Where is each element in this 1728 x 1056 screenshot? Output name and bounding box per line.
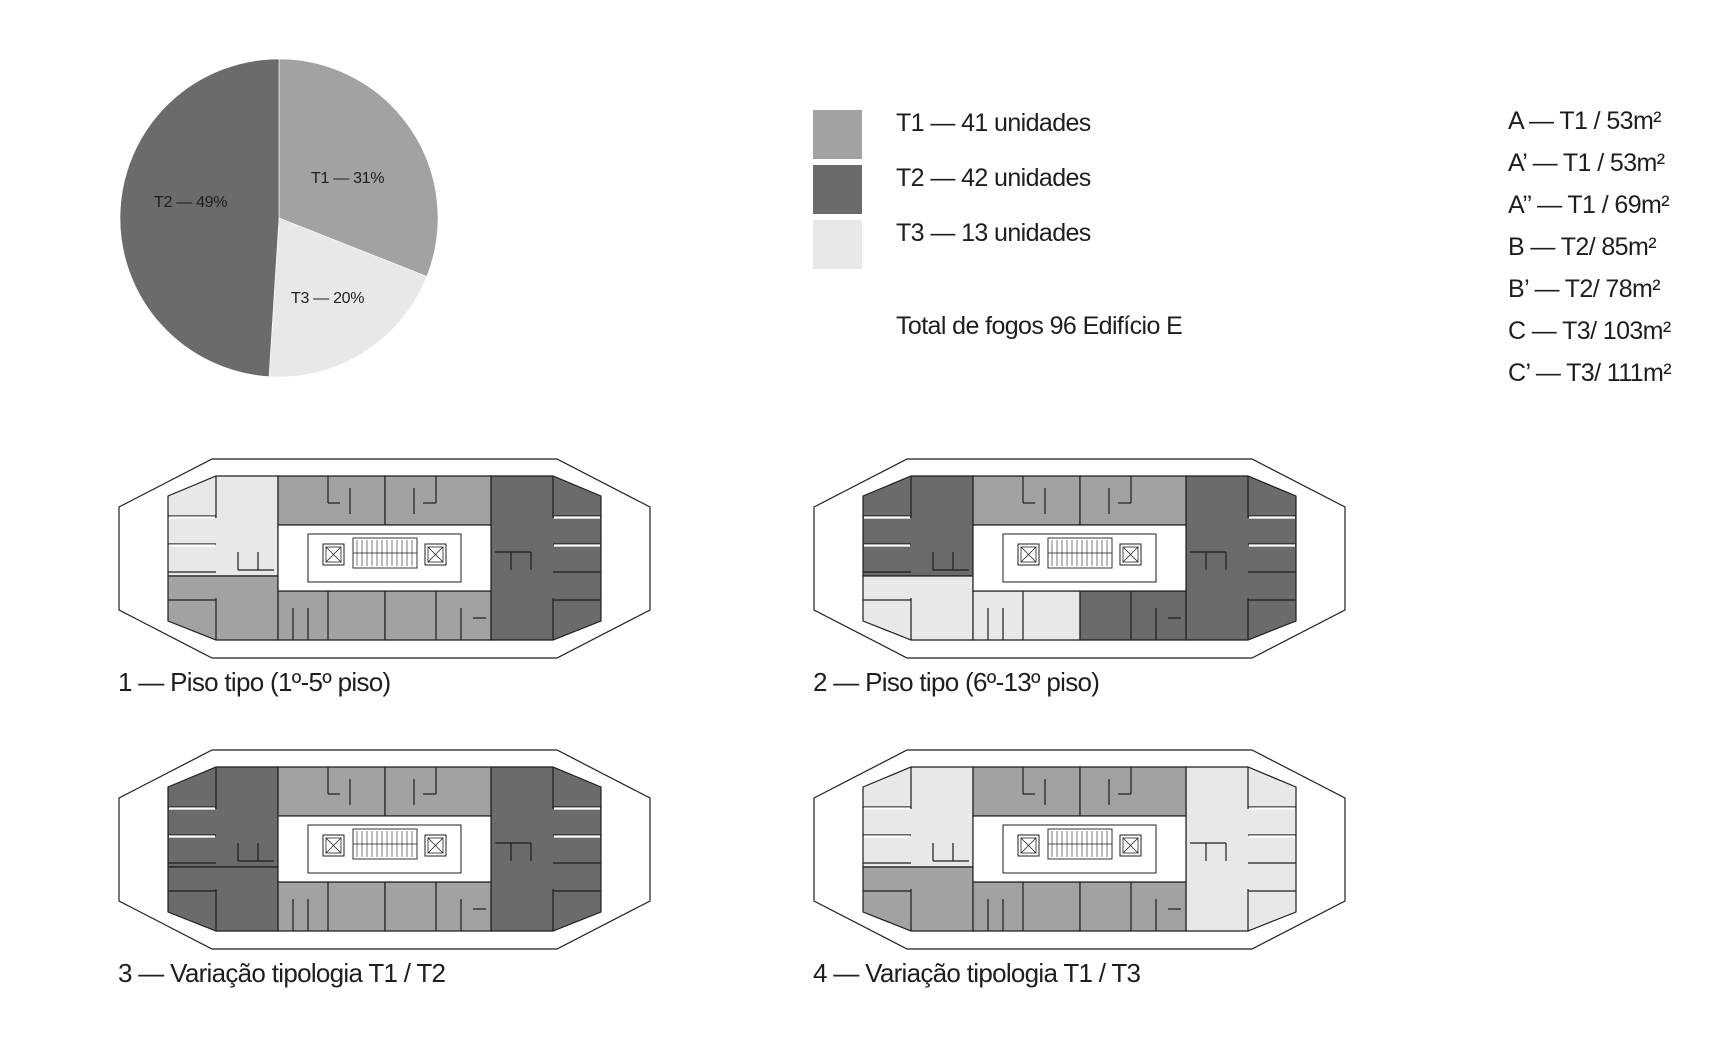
unit-top-left (972, 766, 1081, 817)
lift-box (1017, 543, 1040, 566)
lift-box (1119, 834, 1142, 857)
lift-box (1017, 834, 1040, 857)
unit-bottom-left (972, 590, 1081, 641)
plan-caption-4: 4 — Variação tipologia T1 / T3 (813, 958, 1141, 988)
unit-type-item: C’ — T3/ 111m² (1508, 359, 1672, 387)
unit-bottom-left (972, 881, 1081, 932)
unit-right (1185, 766, 1297, 932)
pie-label-t3: T3 — 20% (291, 290, 365, 307)
unit-type-item: C — T3/ 103m² (1508, 317, 1671, 345)
unit-left (862, 766, 974, 868)
unit-top-left (972, 475, 1081, 526)
total-units-text: Total de fogos 96 Edifício E (896, 312, 1183, 340)
legend-swatch-t3 (813, 220, 862, 269)
legend-swatch-t2 (813, 165, 862, 214)
stairs (352, 828, 418, 860)
floor-plan-1 (118, 458, 651, 659)
legend-label-t3: T3 — 13 unidades (896, 219, 1091, 247)
lift-box (322, 834, 345, 857)
stairs (1047, 828, 1113, 860)
unit-top-left (277, 475, 386, 526)
unit-bottom-right (1079, 881, 1187, 932)
lift-box (1119, 543, 1142, 566)
unit-right (490, 475, 602, 641)
legend-label-t2: T2 — 42 unidades (896, 164, 1091, 192)
unit-right (490, 766, 602, 932)
unit-type-item: A — T1 / 53m² (1508, 107, 1662, 135)
plan-caption-2: 2 — Piso tipo (6º-13º piso) (813, 667, 1100, 697)
floor-plan-3 (118, 749, 651, 950)
unit-top-right (1079, 766, 1187, 817)
pie-slice-1 (268, 217, 428, 378)
legend-swatch-t1 (813, 110, 862, 159)
unit-right (1185, 475, 1297, 641)
stairs (352, 537, 418, 569)
floor-plan-4 (813, 749, 1346, 950)
unit-type-item: B’ — T2/ 78m² (1508, 275, 1661, 303)
unit-type-item: B — T2/ 85m² (1508, 233, 1657, 261)
unit-bottom-right (1079, 590, 1187, 641)
floor-plan-2 (813, 458, 1346, 659)
unit-type-item: A’’ — T1 / 69m² (1508, 191, 1670, 219)
unit-bottom-left (277, 590, 386, 641)
unit-bottom-right (384, 881, 492, 932)
unit-bottom-left (277, 881, 386, 932)
lift-box (424, 543, 447, 566)
lift-box (322, 543, 345, 566)
pie-slice-0 (278, 58, 439, 277)
legend-label-t1: T1 — 41 unidades (896, 109, 1091, 137)
unit-top-right (384, 766, 492, 817)
unit-bottom-right (384, 590, 492, 641)
pie-label-t2: T2 — 49% (154, 194, 228, 211)
unit-left (167, 766, 279, 868)
unit-top-right (1079, 475, 1187, 526)
pie-label-t1: T1 — 31% (311, 170, 385, 187)
unit-left (862, 475, 974, 577)
lift-box (424, 834, 447, 857)
plan-caption-3: 3 — Variação tipologia T1 / T2 (118, 958, 446, 988)
stairs (1047, 537, 1113, 569)
typology-pie-chart (119, 58, 439, 378)
unit-type-item: A’ — T1 / 53m² (1508, 149, 1665, 177)
pie-slice-2 (119, 58, 280, 378)
plan-caption-1: 1 — Piso tipo (1º-5º piso) (118, 667, 391, 697)
unit-top-right (384, 475, 492, 526)
unit-type-list: A — T1 / 53m² A’ — T1 / 53m² A’’ — T1 / … (1508, 106, 1672, 400)
unit-left (167, 475, 279, 577)
unit-top-left (277, 766, 386, 817)
